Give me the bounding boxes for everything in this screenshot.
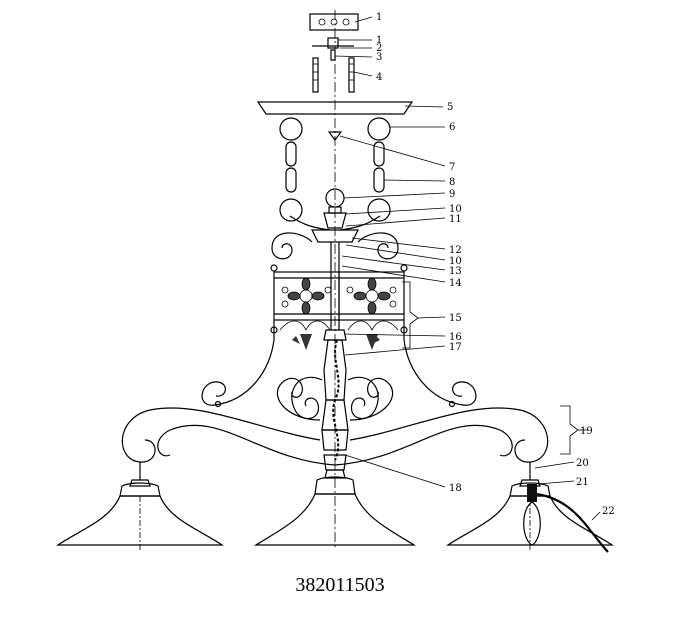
leader-lines (334, 16, 601, 521)
lamp-left (56, 479, 224, 552)
canopy-plate (256, 101, 414, 115)
callout-10a: 10 (449, 204, 462, 215)
chain-left (279, 117, 303, 222)
callout-19: 19 (580, 426, 593, 437)
callout-1b: 1 (376, 35, 382, 46)
ceiling-mount-assembly (309, 13, 359, 93)
callout-15: 15 (449, 313, 462, 324)
decorative-frame (270, 264, 408, 350)
callout-18: 18 (449, 483, 462, 494)
upper-scrolls (271, 215, 399, 260)
callout-3: 3 (376, 52, 382, 63)
product-code: 382011503 (295, 574, 385, 596)
callout-5: 5 (447, 102, 453, 113)
callout-22: 22 (602, 506, 615, 517)
callout-14: 14 (449, 278, 462, 289)
callout-1a: 1 (376, 12, 382, 23)
callout-21: 21 (576, 477, 589, 488)
callout-8: 8 (449, 177, 455, 188)
callout-10b: 10 (449, 256, 462, 267)
callout-7: 7 (449, 162, 455, 173)
callout-2: 2 (376, 43, 382, 54)
wiring-cable (332, 339, 340, 461)
callout-20: 20 (576, 458, 589, 469)
lamp-center (253, 469, 417, 546)
lamp-cable (536, 492, 609, 553)
callout-4: 4 (376, 72, 382, 83)
main-scroll-arms (121, 339, 549, 480)
center-hook (327, 131, 343, 141)
chain-right (367, 117, 391, 222)
callout-9: 9 (449, 189, 455, 200)
callout-11: 11 (449, 214, 462, 225)
lamp-right (446, 479, 614, 552)
bracket-19 (560, 405, 579, 455)
callout-13: 13 (449, 266, 462, 277)
callout-17: 17 (449, 342, 462, 353)
callout-12: 12 (449, 245, 462, 256)
callout-labels: 1 1 2 3 4 5 6 7 8 9 10 11 12 10 13 14 15… (376, 12, 615, 517)
callout-16: 16 (449, 332, 462, 343)
callout-6: 6 (449, 122, 455, 133)
